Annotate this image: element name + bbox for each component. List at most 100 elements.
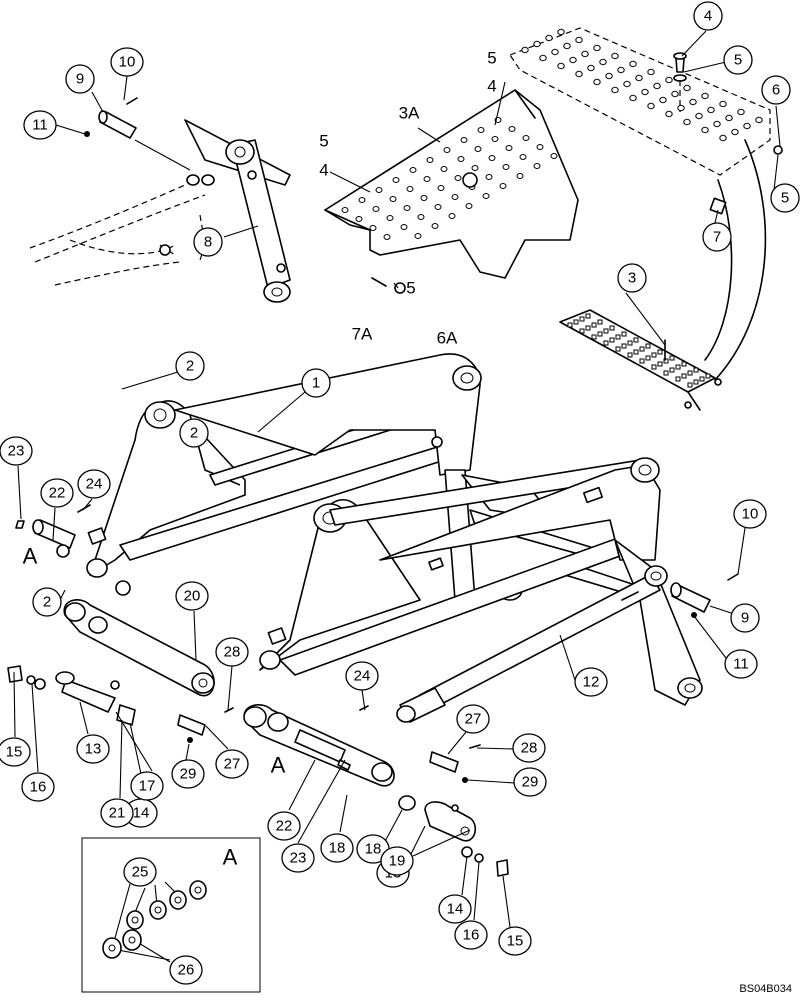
callout-number: 2	[190, 425, 198, 442]
callout-29: 29	[513, 767, 547, 797]
drawing-id: BS04B034	[739, 983, 792, 995]
plate-hole	[719, 100, 727, 108]
plate-hole	[355, 215, 363, 223]
leader-line	[55, 124, 86, 135]
callout-number: 4	[704, 8, 712, 25]
plate-hole	[603, 328, 609, 334]
leader-line	[91, 91, 104, 113]
callout-circle	[513, 767, 547, 797]
callout-26: 26	[169, 955, 203, 985]
callout-circle	[215, 637, 249, 667]
plate-hole	[725, 114, 733, 122]
callout-circle	[498, 926, 532, 956]
plate-hole	[675, 364, 681, 370]
callout-2: 2	[32, 587, 62, 617]
plate-hole	[633, 337, 639, 343]
plain-label: 5	[319, 132, 328, 151]
plate-hole	[681, 361, 687, 367]
plate-hole	[651, 364, 657, 370]
callout-5: 5	[770, 183, 800, 213]
callout-circle	[574, 667, 608, 697]
plate-hole	[431, 222, 439, 230]
plate-hole	[615, 334, 621, 340]
plate-hole	[389, 195, 397, 203]
plate-hole	[597, 319, 603, 325]
plate-hole	[575, 70, 583, 78]
plate-hole	[400, 223, 408, 231]
callout-27: 27	[215, 749, 249, 779]
callout-circle	[169, 955, 203, 985]
plate-hole	[508, 125, 516, 133]
plate-hole	[474, 145, 482, 153]
callout-number: 24	[86, 476, 103, 493]
callout-number: 19	[389, 853, 406, 870]
callout-16: 16	[454, 920, 488, 950]
plate-hole	[451, 193, 459, 201]
callout-circle	[693, 1, 723, 31]
callout-number: 23	[290, 850, 307, 867]
cylinder-assembly	[29, 97, 291, 303]
callout-16: 16	[21, 772, 55, 802]
leader-line	[339, 794, 348, 833]
callout-8: 8	[193, 227, 223, 257]
callout-10: 10	[733, 499, 767, 529]
view-mark-a-center: A	[271, 753, 286, 778]
plate-hole	[621, 343, 627, 349]
plate-hole	[457, 155, 465, 163]
plate-hole	[579, 328, 585, 334]
callout-number: 23	[8, 443, 25, 460]
plate-hole	[623, 80, 631, 88]
callout-circle	[723, 45, 753, 75]
leader-line	[473, 861, 480, 921]
plate-hole	[587, 64, 595, 72]
callout-circle	[110, 47, 144, 77]
plate-hole	[615, 346, 621, 352]
callout-25: 25	[123, 857, 157, 887]
loader-frame	[86, 353, 703, 706]
callout-circle	[130, 771, 164, 801]
callout-number: 21	[109, 805, 126, 822]
plate-hole	[550, 152, 558, 160]
plate-hole	[372, 205, 380, 213]
plate-hole	[695, 112, 703, 120]
callout-circle	[0, 436, 33, 466]
plate-hole	[533, 162, 541, 170]
leader-line	[461, 855, 468, 896]
plate-hole	[551, 48, 559, 56]
plate-hole	[663, 370, 669, 376]
plate-hole	[593, 78, 601, 86]
callout-circle	[345, 661, 379, 691]
callout-number: 13	[85, 741, 102, 758]
callout-11: 11	[23, 110, 57, 140]
callout-circle	[21, 772, 55, 802]
leader-line	[17, 465, 22, 520]
plain-label: 4	[487, 77, 496, 96]
callout-number: 3	[628, 270, 636, 287]
plate-hole	[633, 349, 639, 355]
plate-hole	[434, 203, 442, 211]
plate-hole	[563, 42, 571, 50]
callout-28: 28	[512, 733, 546, 763]
plate-hole	[536, 143, 544, 151]
plate-hole	[683, 84, 691, 92]
leader-line	[185, 743, 190, 761]
callout-number: 2	[43, 594, 51, 611]
callout-24: 24	[77, 469, 111, 499]
plate-hole	[392, 176, 400, 184]
plate-hole	[693, 379, 699, 385]
plate-hole	[699, 376, 705, 382]
callout-circle	[730, 603, 760, 633]
pin-right	[670, 573, 739, 618]
leader-line	[683, 61, 727, 73]
leader-line	[31, 683, 39, 773]
detail-box-a	[81, 837, 261, 993]
plate-hole	[689, 98, 697, 106]
plate-hole	[675, 376, 681, 382]
plate-hole	[499, 182, 507, 190]
plate-hole	[516, 172, 524, 180]
plate-hole	[599, 58, 607, 66]
detail-label: A	[223, 845, 238, 870]
plate-hole	[585, 313, 591, 319]
plate-hole	[383, 233, 391, 241]
plate-hole	[539, 54, 547, 62]
